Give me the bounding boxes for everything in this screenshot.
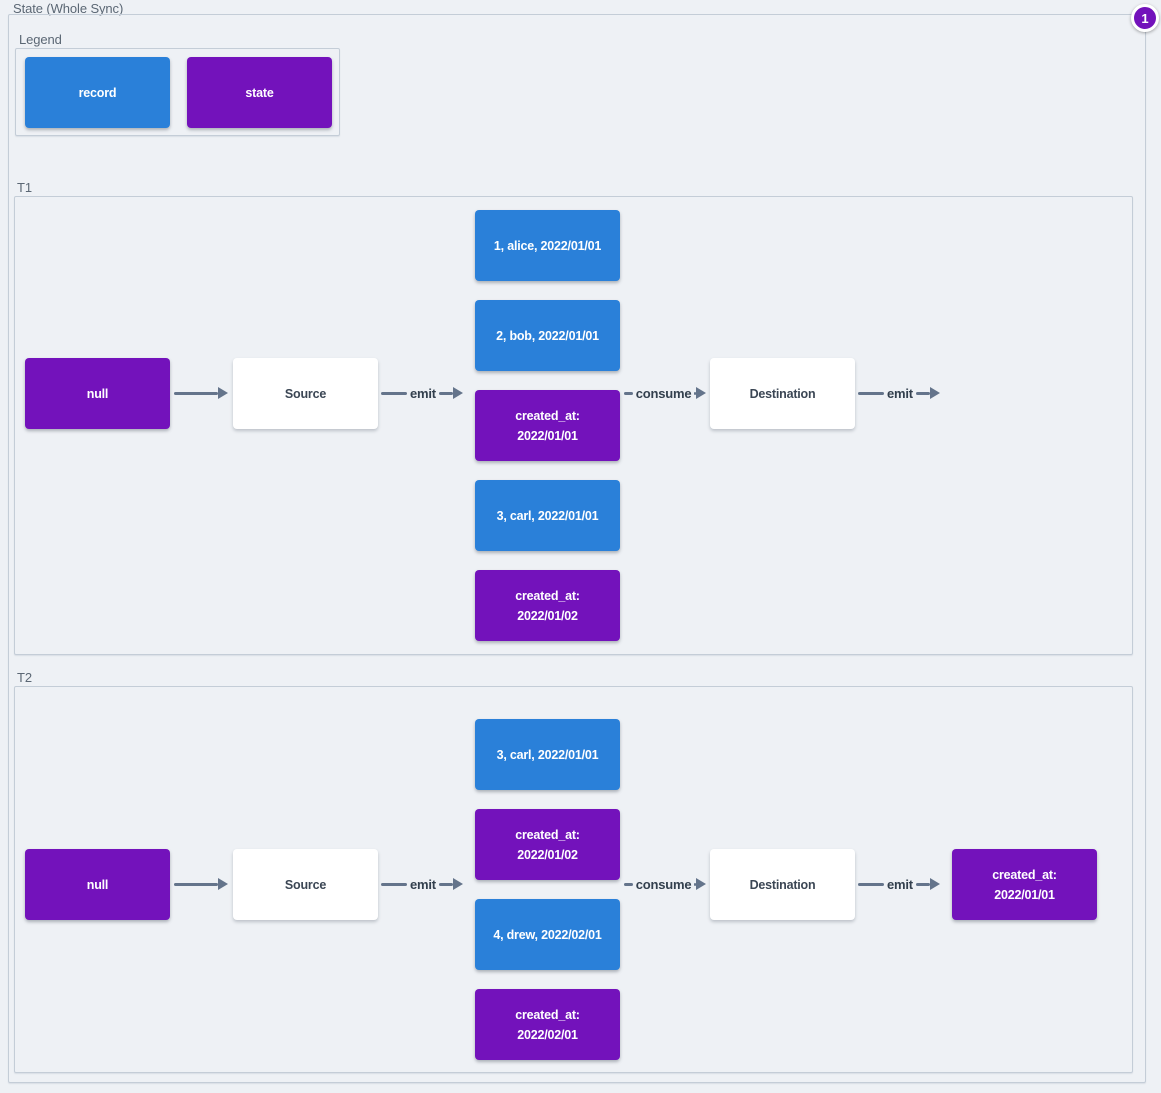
record-label: 1, alice, 2022/01/01 <box>493 238 602 253</box>
arrow-head-icon <box>696 878 706 890</box>
t1-stack-record-3: 3, carl, 2022/01/01 <box>475 480 620 551</box>
arrow-line <box>694 882 696 886</box>
arrow-line <box>858 391 884 395</box>
t1-emit-out-label: emit <box>887 385 913 401</box>
state-label-line2: 2022/01/02 <box>517 608 578 623</box>
t2-stack-state-2: created_at: 2022/02/01 <box>475 989 620 1060</box>
t1-state-in-node: null <box>25 358 170 429</box>
t1-stack-state-1: created_at: 2022/01/01 <box>475 390 620 461</box>
t2-emit-out-label: emit <box>887 876 913 892</box>
state-label-line1: created_at: <box>992 867 1057 882</box>
arrow-line <box>915 391 930 395</box>
state-label-line2: 2022/01/01 <box>994 887 1055 902</box>
t2-emit-out-connector: emit <box>858 876 946 892</box>
arrow-line <box>381 391 407 395</box>
t2-emit-label: emit <box>410 876 436 892</box>
t1-stack-state-2: created_at: 2022/01/02 <box>475 570 620 641</box>
arrow-line <box>624 882 633 886</box>
state-label-line1: created_at: <box>515 408 580 423</box>
arrow-head-icon <box>696 387 706 399</box>
legend-record-swatch: record <box>25 57 170 128</box>
t1-arrow-null-source <box>174 385 228 401</box>
t2-stack-state-1: created_at: 2022/01/02 <box>475 809 620 880</box>
t1-source-label: Source <box>284 386 327 401</box>
t2-state-in-node: null <box>25 849 170 920</box>
arrow-head-icon <box>218 878 228 890</box>
record-label: 3, carl, 2022/01/01 <box>496 508 599 523</box>
t2-state-in-label: null <box>86 877 109 892</box>
legend-label: Legend <box>19 32 62 47</box>
state-label-line2: 2022/01/01 <box>517 428 578 443</box>
t2-consume-connector: consume <box>624 876 706 892</box>
t2-source-label: Source <box>284 877 327 892</box>
t2-consume-label: consume <box>635 876 692 892</box>
record-label: 4, drew, 2022/02/01 <box>493 927 602 942</box>
t2-label: T2 <box>17 670 32 685</box>
state-label-line1: created_at: <box>515 1007 580 1022</box>
step-badge: 1 <box>1131 4 1159 32</box>
t2-state-out-node: created_at: 2022/01/01 <box>952 849 1097 920</box>
arrow-line <box>915 882 930 886</box>
t2-stack-record-1: 3, carl, 2022/01/01 <box>475 719 620 790</box>
arrow-line <box>694 391 696 395</box>
t2-frame <box>14 686 1133 1073</box>
state-label-line1: created_at: <box>515 588 580 603</box>
diagram-title: State (Whole Sync) <box>13 1 124 16</box>
arrow-head-icon <box>929 878 940 890</box>
arrow-line <box>858 882 884 886</box>
t2-arrow-null-source <box>174 876 228 892</box>
t1-emit-connector: emit <box>381 385 465 401</box>
arrow-head-icon <box>929 387 940 399</box>
t2-destination-label: Destination <box>749 877 816 892</box>
t2-emit-connector: emit <box>381 876 465 892</box>
arrow-line <box>174 882 218 886</box>
record-label: 2, bob, 2022/01/01 <box>496 328 599 343</box>
arrow-head-icon <box>218 387 228 399</box>
state-label-line2: 2022/02/01 <box>517 1027 578 1042</box>
legend-record-label: record <box>78 85 117 100</box>
legend-state-label: state <box>245 85 274 100</box>
t1-label: T1 <box>17 180 32 195</box>
whole-sync-frame <box>8 14 1146 1083</box>
legend-frame <box>15 48 340 136</box>
t1-source-node: Source <box>233 358 378 429</box>
t2-stack-record-2: 4, drew, 2022/02/01 <box>475 899 620 970</box>
t1-emit-label: emit <box>410 385 436 401</box>
t1-stack-record-2: 2, bob, 2022/01/01 <box>475 300 620 371</box>
t1-emit-out-connector: emit <box>858 385 940 401</box>
t1-destination-node: Destination <box>710 358 855 429</box>
arrow-line <box>381 882 407 886</box>
t1-consume-label: consume <box>635 385 692 401</box>
arrow-line <box>438 882 453 886</box>
arrow-line <box>624 391 633 395</box>
t1-frame <box>14 196 1133 655</box>
t1-state-in-label: null <box>86 386 109 401</box>
t2-destination-node: Destination <box>710 849 855 920</box>
arrow-head-icon <box>452 387 463 399</box>
arrow-line <box>174 391 218 395</box>
state-label-line1: created_at: <box>515 827 580 842</box>
t2-source-node: Source <box>233 849 378 920</box>
t1-destination-label: Destination <box>749 386 816 401</box>
arrow-head-icon <box>452 878 463 890</box>
legend-state-swatch: state <box>187 57 332 128</box>
record-label: 3, carl, 2022/01/01 <box>496 747 599 762</box>
arrow-line <box>438 391 453 395</box>
t1-consume-connector: consume <box>624 385 706 401</box>
state-label-line2: 2022/01/02 <box>517 847 578 862</box>
t1-stack-record-1: 1, alice, 2022/01/01 <box>475 210 620 281</box>
